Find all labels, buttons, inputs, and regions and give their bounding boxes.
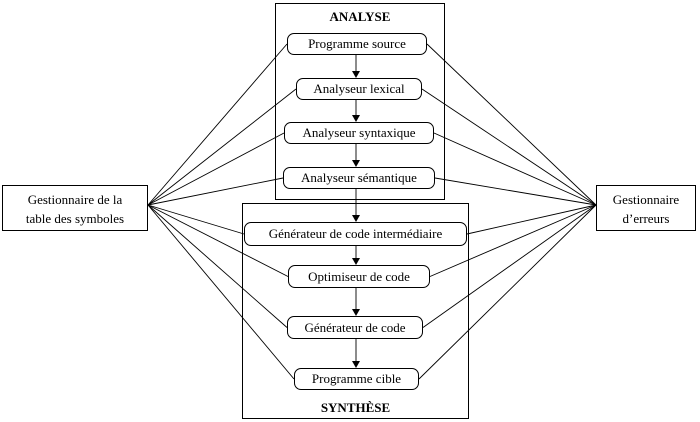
symbol-table-link-ir bbox=[147, 204, 245, 235]
symbol-table-link-source bbox=[147, 43, 288, 206]
stage-analyseur-semantique: Analyseur sémantique bbox=[283, 167, 435, 189]
error-link-codegen bbox=[422, 204, 597, 328]
synthesis-title: SYNTHÈSE bbox=[320, 400, 391, 415]
stage-generateur-intermediaire: Générateur de code intermédiaire bbox=[244, 222, 467, 246]
symbol-table-link-semantic bbox=[147, 177, 284, 206]
error-manager-line-2: d’erreurs bbox=[622, 211, 670, 226]
stage-analyseur-syntaxique: Analyseur syntaxique bbox=[284, 122, 434, 144]
error-link-syntax bbox=[433, 132, 597, 206]
analysis-frame: ANALYSE bbox=[275, 3, 445, 200]
symbol-table-line-2: table des symboles bbox=[25, 211, 125, 226]
symbol-table-link-lexical bbox=[147, 88, 297, 206]
stage-programme-source: Programme source bbox=[287, 33, 427, 55]
error-manager: Gestionnaire d’erreurs bbox=[596, 185, 696, 231]
symbol-table-link-syntax bbox=[147, 132, 285, 206]
stage-programme-cible: Programme cible bbox=[294, 368, 419, 390]
error-link-opt bbox=[429, 204, 597, 277]
stage-analyseur-lexical: Analyseur lexical bbox=[296, 78, 422, 100]
error-link-lexical bbox=[421, 88, 597, 206]
symbol-table-link-codegen bbox=[147, 204, 288, 328]
synthesis-frame: SYNTHÈSE bbox=[242, 203, 469, 419]
error-link-ir bbox=[466, 204, 597, 235]
error-link-semantic bbox=[434, 177, 597, 206]
error-manager-line-1: Gestionnaire bbox=[612, 192, 680, 207]
symbol-table-link-opt bbox=[147, 204, 289, 277]
symbol-table-link-target bbox=[147, 204, 295, 380]
stage-generateur-de-code: Générateur de code bbox=[287, 316, 423, 339]
analysis-title: ANALYSE bbox=[329, 9, 391, 24]
symbol-table-manager: Gestionnaire de la table des symboles bbox=[2, 185, 148, 231]
stage-optimiseur-de-code: Optimiseur de code bbox=[288, 265, 430, 288]
symbol-table-line-1: Gestionnaire de la bbox=[27, 192, 123, 207]
error-link-source bbox=[426, 43, 597, 206]
error-link-target bbox=[418, 204, 597, 380]
